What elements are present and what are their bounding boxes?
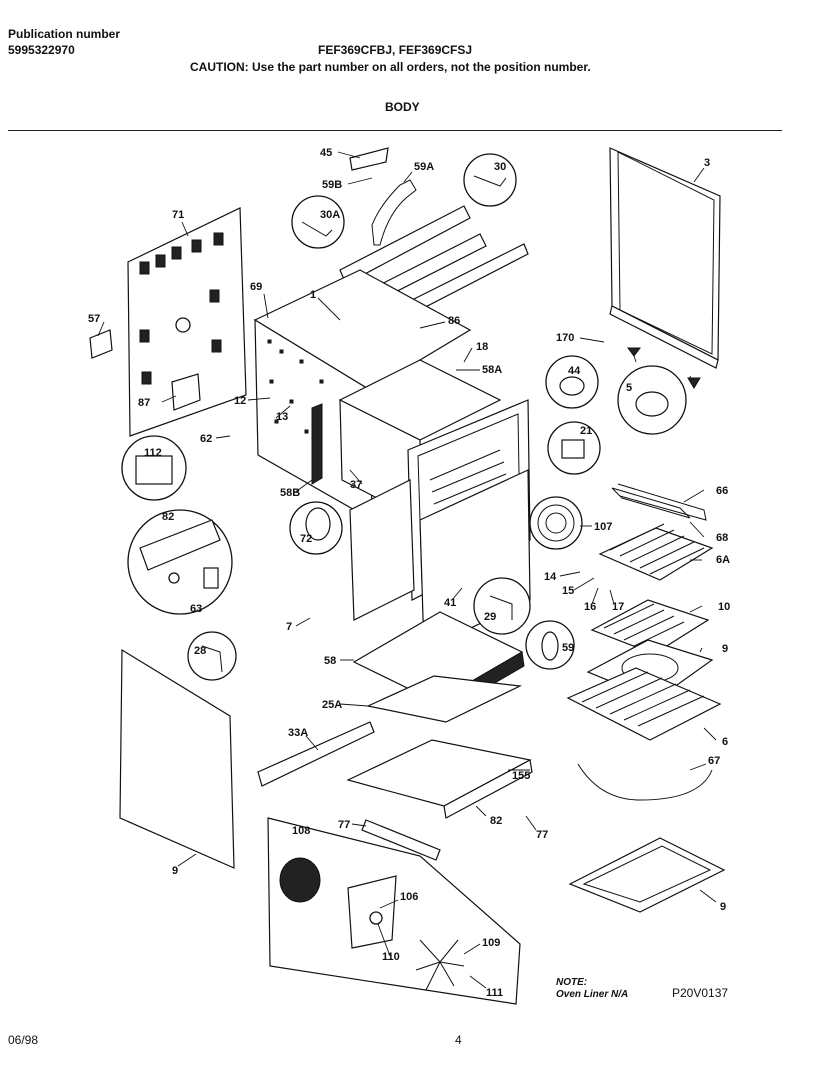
publication-number: 5995322970 xyxy=(8,43,75,57)
callout-circle-30 xyxy=(463,153,517,207)
label-106: 106 xyxy=(400,891,418,903)
label-58: 58 xyxy=(324,655,336,667)
label-58b: 58B xyxy=(280,487,300,499)
oven-rack-6a xyxy=(598,523,714,581)
label-30a: 30A xyxy=(320,209,340,221)
plate-57 xyxy=(89,329,113,359)
leader-lines xyxy=(97,151,717,989)
label-28: 28 xyxy=(194,645,206,657)
side-panel-9 xyxy=(119,648,235,869)
publication-label: Publication number xyxy=(8,27,121,41)
label-69: 69 xyxy=(250,281,262,293)
label-108: 108 xyxy=(292,825,310,837)
label-170: 170 xyxy=(556,332,574,344)
label-59: 59 xyxy=(562,642,574,654)
label-29: 29 xyxy=(484,611,496,623)
label-62: 62 xyxy=(200,433,212,445)
label-77-b: 77 xyxy=(536,829,548,841)
model-numbers: FEF369CFBJ, FEF369CFSJ xyxy=(318,43,473,57)
label-33a: 33A xyxy=(288,727,308,739)
label-110: 110 xyxy=(382,951,400,963)
label-66: 66 xyxy=(716,485,728,497)
note-title: NOTE: xyxy=(556,977,588,988)
label-30: 30 xyxy=(494,161,506,173)
label-9-side: 9 xyxy=(172,865,178,877)
label-68: 68 xyxy=(716,532,728,544)
label-72: 72 xyxy=(300,533,312,545)
label-155: 155 xyxy=(512,770,530,782)
label-12: 12 xyxy=(234,395,246,407)
label-21: 21 xyxy=(580,425,592,437)
label-6: 6 xyxy=(722,736,728,748)
callout-circle-30a xyxy=(291,195,345,249)
label-15: 15 xyxy=(562,585,574,597)
label-17: 17 xyxy=(612,601,624,613)
label-45: 45 xyxy=(320,147,332,159)
label-111: 111 xyxy=(486,987,503,999)
label-77-a: 77 xyxy=(338,819,350,831)
label-82: 82 xyxy=(162,511,174,523)
label-13: 13 xyxy=(276,411,288,423)
label-63: 63 xyxy=(190,603,202,615)
insulation-25a xyxy=(366,675,523,723)
label-7: 7 xyxy=(286,621,292,633)
page-number: 4 xyxy=(455,1033,462,1047)
label-41: 41 xyxy=(444,597,456,609)
side-panel-3 xyxy=(609,147,721,389)
door-frame-9 xyxy=(568,837,726,913)
label-107: 107 xyxy=(594,521,612,533)
callout-circle-82 xyxy=(127,509,233,615)
revision-date: 06/98 xyxy=(8,1033,39,1047)
label-37: 37 xyxy=(350,479,362,491)
label-67: 67 xyxy=(708,755,720,767)
label-18: 18 xyxy=(476,341,488,353)
drawing-code: P20V0137 xyxy=(672,986,729,1000)
label-14: 14 xyxy=(544,571,557,583)
rail-33a xyxy=(257,721,375,787)
broil-element-66 xyxy=(611,483,707,521)
label-112: 112 xyxy=(144,447,162,459)
oven-cavity-body xyxy=(253,269,531,651)
label-6a: 6A xyxy=(716,554,730,566)
label-9-door: 9 xyxy=(720,901,726,913)
label-10: 10 xyxy=(718,601,730,613)
broil-pan-insert-10 xyxy=(590,599,710,655)
label-16: 16 xyxy=(584,601,596,613)
label-71: 71 xyxy=(172,209,184,221)
label-9-rack: 9 xyxy=(722,643,728,655)
label-109: 109 xyxy=(482,937,500,949)
caution-note: CAUTION: Use the part number on all orde… xyxy=(190,60,591,74)
label-82-bottom: 82 xyxy=(490,815,502,827)
label-87: 87 xyxy=(138,397,150,409)
label-5: 5 xyxy=(626,382,632,394)
oven-rack-6 xyxy=(566,667,722,741)
back-panel-71 xyxy=(127,207,247,437)
oven-sensor-67 xyxy=(577,763,713,801)
label-59b: 59B xyxy=(322,179,342,191)
label-58a: 58A xyxy=(482,364,502,376)
part-labels: 45 59A 30 59B 30A 71 3 57 69 1 86 18 170… xyxy=(88,147,730,999)
convection-fan-inset xyxy=(267,817,521,1005)
bottom-tray-82 xyxy=(346,739,533,819)
label-25a: 25A xyxy=(322,699,342,711)
label-3-top: 3 xyxy=(704,157,710,169)
label-59a: 59A xyxy=(414,161,434,173)
section-title: BODY xyxy=(385,100,420,114)
label-44: 44 xyxy=(568,365,581,377)
label-57: 57 xyxy=(88,313,100,325)
note-text: Oven Liner N/A xyxy=(556,989,629,1000)
header-divider xyxy=(8,130,782,131)
label-1: 1 xyxy=(310,289,316,301)
strip-77 xyxy=(361,819,441,861)
callout-circle-28 xyxy=(187,631,237,681)
label-86: 86 xyxy=(448,315,460,327)
callout-circle-29 xyxy=(473,577,531,635)
